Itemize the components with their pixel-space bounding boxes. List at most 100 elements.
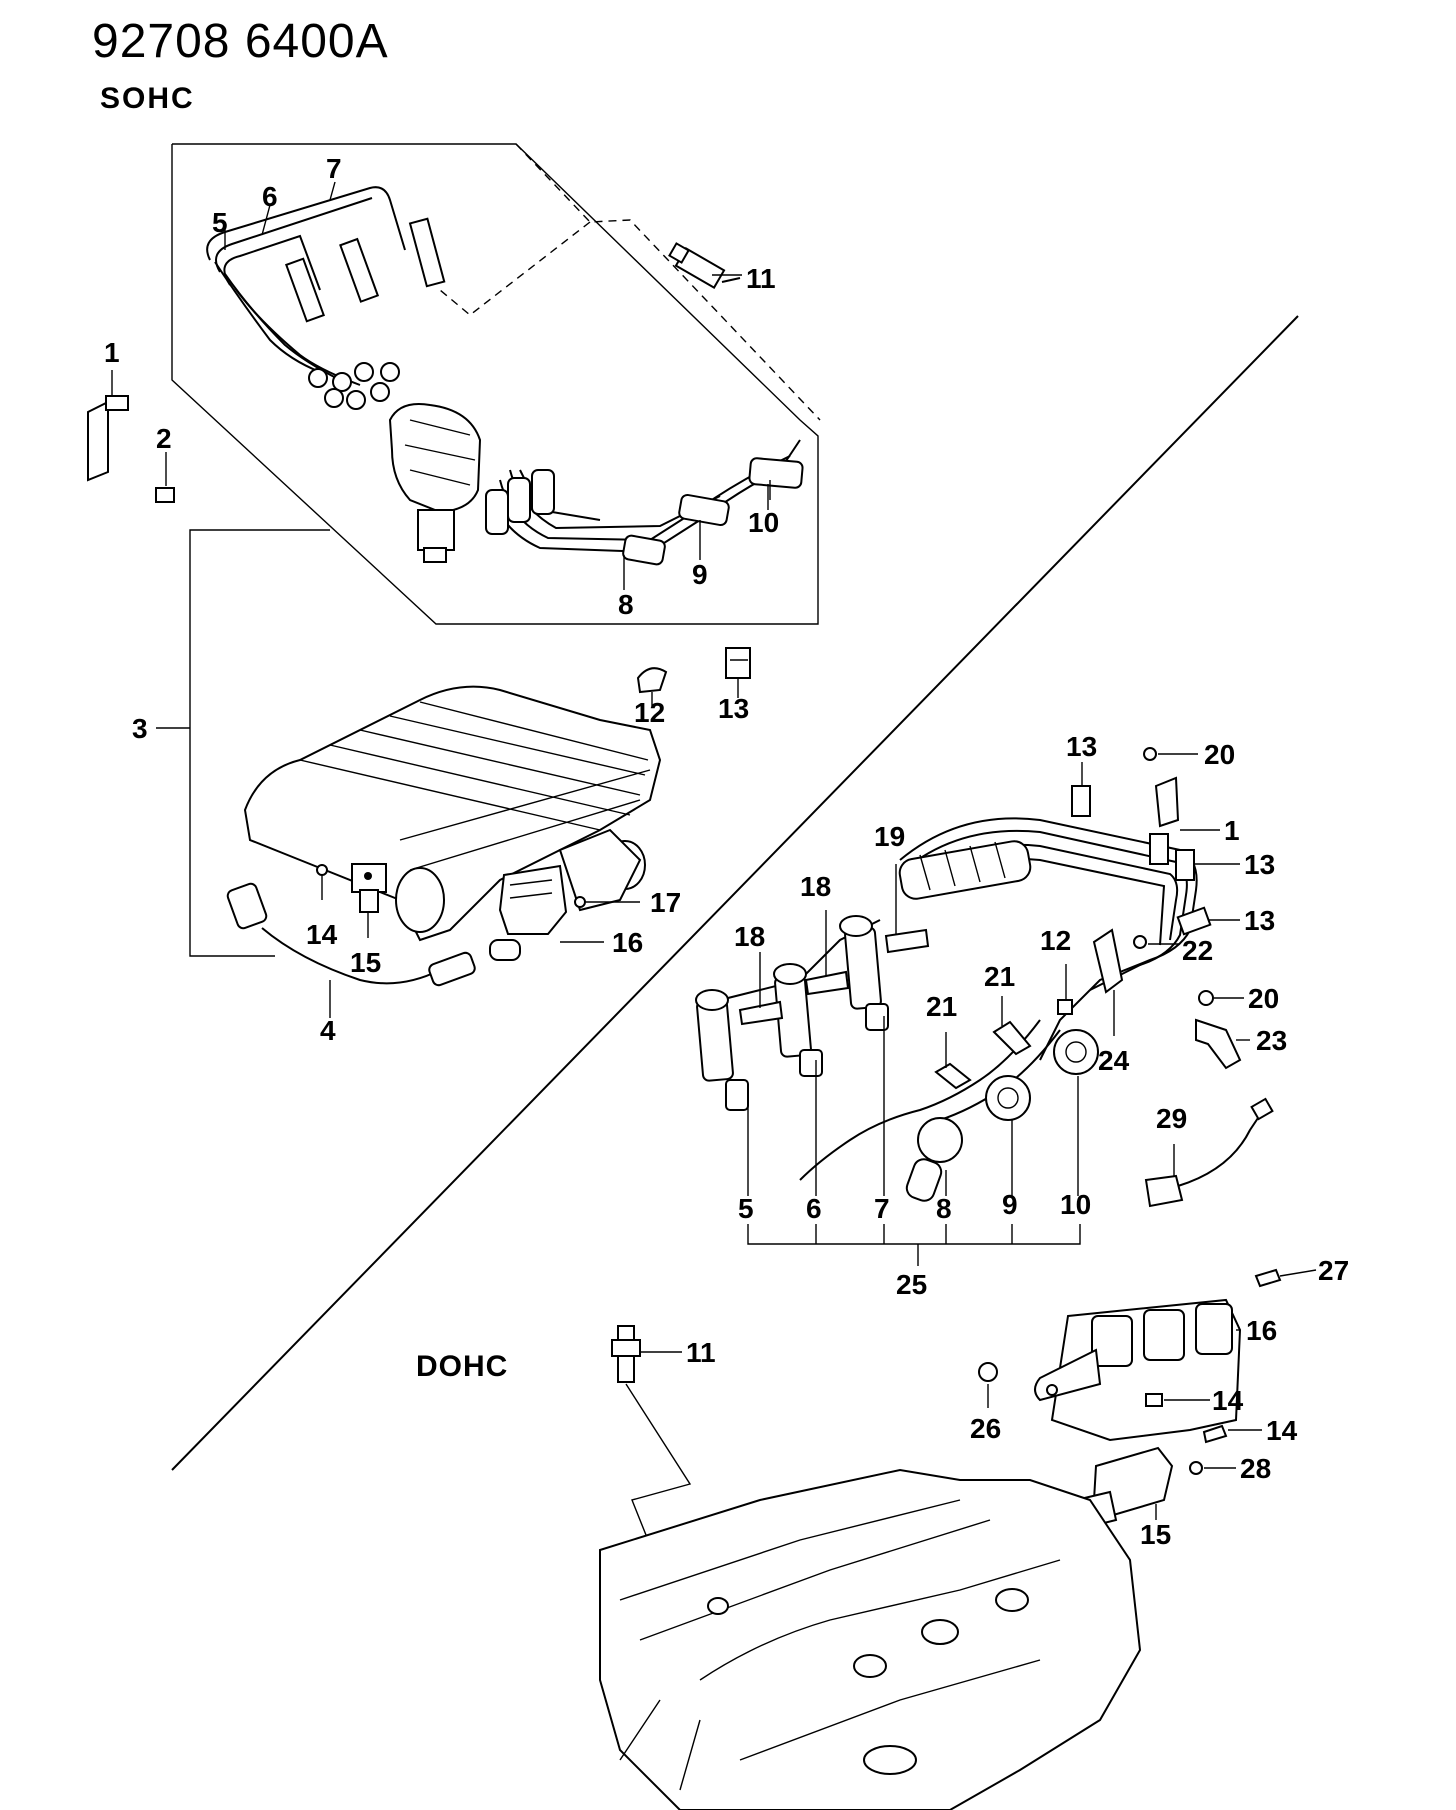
- sohc-part-2-clip: [155, 452, 175, 503]
- sohc-crank-sensor: [351, 863, 387, 938]
- dohc-cap-26: [978, 1362, 998, 1408]
- callout-dohc-5: 5: [738, 1193, 754, 1224]
- dohc-bolt-20a: [1143, 747, 1157, 761]
- callout-sohc-3: 3: [132, 713, 148, 744]
- callout-dohc-13a: 13: [1066, 731, 1097, 762]
- sohc-connector-13: [725, 647, 751, 698]
- dohc-separator-18a: [738, 1000, 784, 1026]
- callout-dohc-7: 7: [874, 1193, 890, 1224]
- sohc-label: SOHC: [100, 82, 195, 115]
- callout-sohc-4: 4: [320, 1015, 336, 1046]
- sohc-clip-12: [636, 667, 668, 706]
- callout-dohc-28: 28: [1240, 1453, 1271, 1484]
- dohc-coil-cap-9: [985, 1075, 1031, 1121]
- dohc-separator-21b: [992, 1020, 1032, 1056]
- dohc-clip-12: [1057, 999, 1073, 1015]
- callout-sohc-11: 11: [746, 263, 776, 294]
- sohc-part-1-bracket: [87, 370, 129, 482]
- callout-dohc-6: 6: [806, 1193, 822, 1224]
- section-divider: [171, 315, 1299, 1471]
- callout-dohc-19: 19: [874, 821, 905, 852]
- callout-dohc-12: 12: [1040, 925, 1071, 956]
- dohc-separator-18b: [804, 970, 850, 996]
- callout-sohc-2: 2: [156, 423, 172, 454]
- dohc-section: [599, 747, 1317, 1810]
- dohc-screw-14b: [1202, 1424, 1262, 1444]
- dohc-plug-boot-5: [695, 989, 749, 1111]
- callout-sohc-14: 14: [306, 919, 338, 950]
- dohc-plug-boot-7: [839, 915, 889, 1031]
- callout-dohc-15: 15: [1140, 1519, 1171, 1550]
- dohc-connector-13a: [1071, 785, 1091, 817]
- sohc-distributor: [388, 403, 482, 563]
- dohc-bracket-23: [1195, 1018, 1242, 1070]
- dohc-screw-14a: [1145, 1393, 1210, 1407]
- callout-dohc-20b: 20: [1248, 983, 1279, 1014]
- callout-sohc-6: 6: [262, 181, 278, 212]
- callout-sohc-12: 12: [634, 697, 665, 728]
- callout-sohc-7: 7: [326, 153, 342, 184]
- callout-dohc-21b: 21: [984, 961, 1015, 992]
- dohc-connector-13c: [1176, 906, 1212, 936]
- dohc-coil-pack: [1034, 1298, 1242, 1442]
- dohc-separator-19: [884, 928, 930, 954]
- callout-dohc-16: 16: [1246, 1315, 1277, 1346]
- dohc-bolt-28: [1189, 1461, 1236, 1475]
- callout-dohc-27: 27: [1318, 1255, 1349, 1286]
- sohc-coil-wire-4: [226, 882, 476, 1018]
- callout-sohc-16: 16: [612, 927, 643, 958]
- sohc-bracket-3: [189, 529, 330, 957]
- sohc-plug-dashed-box: [515, 143, 821, 421]
- dohc-coil-cap-10: [1053, 1029, 1099, 1075]
- sohc-callouts: 1 2 3 4 5 6 7 8 9 10 11 12 13 14 15 16 1…: [104, 153, 779, 1046]
- dohc-clamp-22: [1133, 935, 1147, 949]
- sohc-wire-bundle-top: [206, 186, 446, 410]
- callout-dohc-18b: 18: [800, 871, 831, 902]
- callout-dohc-13c: 13: [1244, 905, 1275, 936]
- dohc-clamp-24: [1092, 928, 1124, 994]
- callout-dohc-10: 10: [1060, 1189, 1091, 1220]
- callout-dohc-9: 9: [1002, 1189, 1018, 1220]
- callout-sohc-1: 1: [104, 337, 120, 368]
- dohc-label: DOHC: [416, 1350, 509, 1383]
- sohc-guide-dashed: [439, 221, 591, 316]
- callout-dohc-8: 8: [936, 1193, 952, 1224]
- callout-sohc-17: 17: [650, 887, 681, 918]
- callout-dohc-20a: 20: [1204, 739, 1235, 770]
- dohc-bolt-27: [1254, 1268, 1317, 1288]
- dohc-connector-13b: [1175, 849, 1195, 881]
- sohc-section: [87, 143, 821, 1018]
- sohc-intake-manifold: [243, 685, 662, 942]
- callout-dohc-29: 29: [1156, 1103, 1187, 1134]
- sohc-wire-bundle-bottom: [485, 439, 804, 590]
- callout-sohc-15: 15: [350, 947, 381, 978]
- dohc-bracket-1: [1149, 776, 1180, 865]
- callout-dohc-14a: 14: [1212, 1385, 1244, 1416]
- callout-dohc-22: 22: [1182, 935, 1213, 966]
- dohc-wire-harness: [699, 817, 1198, 1181]
- callout-sohc-10: 10: [748, 507, 779, 538]
- dohc-bolt-20b: [1198, 990, 1214, 1006]
- callout-dohc-18a: 18: [734, 921, 765, 952]
- dohc-callouts: 5 6 7 8 9 10 25 18 18 19 21 21 12 13 20 …: [686, 731, 1349, 1550]
- callout-sohc-9: 9: [692, 559, 708, 590]
- callout-dohc-21a: 21: [926, 991, 957, 1022]
- callout-sohc-13: 13: [718, 693, 749, 724]
- callout-dohc-24: 24: [1098, 1045, 1130, 1076]
- callout-dohc-13b: 13: [1244, 849, 1275, 880]
- callout-dohc-25: 25: [896, 1269, 927, 1300]
- doc-number: 92708 6400A: [92, 15, 389, 68]
- sohc-screw-14: [316, 864, 328, 900]
- sohc-ignition-coil: [489, 864, 568, 961]
- dohc-engine-block: [599, 1468, 1142, 1810]
- dohc-sensor-29: [1144, 1097, 1274, 1208]
- sohc-bolt-17: [574, 896, 640, 908]
- dohc-bracket-25: [747, 1224, 1081, 1245]
- callout-sohc-5: 5: [212, 207, 228, 238]
- sohc-wire-set-outline: [171, 143, 819, 625]
- callout-dohc-11: 11: [686, 1337, 716, 1368]
- callout-dohc-1: 1: [1224, 815, 1240, 846]
- callout-dohc-14b: 14: [1266, 1415, 1298, 1446]
- dohc-separator-21a: [934, 1062, 972, 1090]
